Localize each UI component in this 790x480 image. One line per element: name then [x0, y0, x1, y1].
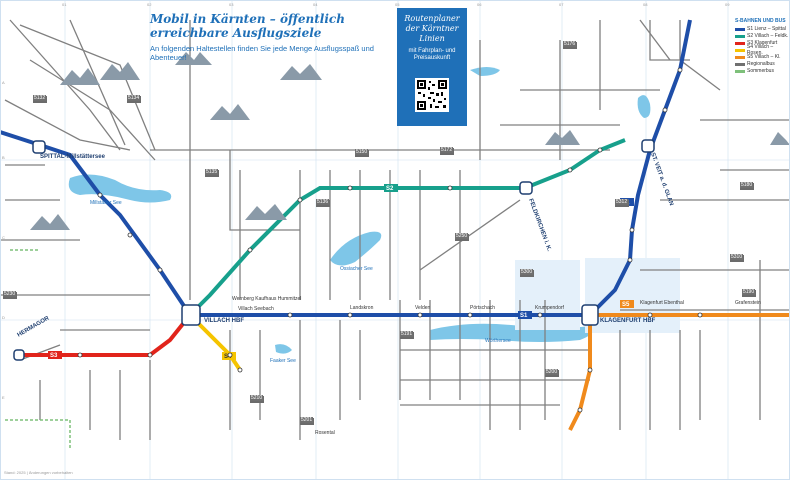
mountain-icon	[210, 104, 250, 120]
bus-number[interactable]: 5300	[520, 269, 534, 275]
villach-hbf-station	[181, 304, 201, 326]
grid-label: 02	[147, 2, 152, 7]
bus-number[interactable]: 5180	[740, 182, 754, 188]
station-ebenthal[interactable]: Klagenfurt Ebenthal	[640, 300, 684, 306]
grid-label: C	[2, 235, 5, 240]
ossiacher-see	[330, 231, 382, 266]
bus-number[interactable]: 5310	[730, 254, 744, 260]
mountain-icon	[175, 52, 212, 65]
legend-item: S3 Klagenfurt	[735, 40, 790, 46]
mountain-icon	[245, 204, 287, 220]
bus-number[interactable]: 5136	[316, 199, 330, 205]
page-title: Mobil in Kärnten – öffentlich erreichbar…	[150, 12, 345, 40]
mountain-icon	[280, 64, 322, 80]
millstaetter-see	[68, 174, 172, 203]
route-planner-box[interactable]: Routenplaner der Kärntner Linien mit Fah…	[397, 8, 467, 126]
region-rosental: Rosental	[315, 430, 335, 436]
bus-number[interactable]: 5230	[3, 291, 17, 297]
legend-item: Sommerbus	[735, 68, 790, 74]
bus-number[interactable]: 5210	[250, 395, 264, 401]
station-klagenfurt[interactable]: KLAGENFURT HBF	[600, 318, 656, 324]
legend-header: S-BAHNEN UND BUS	[735, 18, 786, 24]
footer-note: Stand: 2025 | Änderungen vorbehalten	[4, 470, 73, 475]
s5-label: S5	[622, 302, 630, 308]
station-seebach[interactable]: Villach Seebach	[238, 306, 274, 312]
mountain-icon	[100, 62, 140, 80]
station-krumpendorf[interactable]: Krumpendorf	[535, 305, 564, 311]
s4-line	[188, 313, 242, 372]
lake-ossiacher: Ossiacher See	[340, 266, 373, 272]
page-subtitle: An folgenden Haltestellen finden Sie jed…	[150, 44, 374, 62]
grid-label: B	[2, 155, 5, 160]
bus-number[interactable]: 5201	[300, 417, 314, 423]
bus-number[interactable]: 5200	[545, 369, 559, 375]
s3-label: S3	[50, 353, 58, 359]
klagenfurt-hbf-station	[581, 304, 599, 326]
route-planner-title: Routenplaner der Kärntner Linien	[404, 14, 460, 43]
grid-label: 03	[229, 2, 234, 7]
grid-label: 09	[725, 2, 730, 7]
grid-label: 04	[313, 2, 318, 7]
station-landskron[interactable]: Landskron	[350, 305, 374, 311]
legend-item: S2 Villach – Feldk.	[735, 33, 790, 39]
grid-label: 01	[62, 2, 67, 7]
spittal-station	[32, 140, 46, 154]
s1-label: S1	[520, 313, 528, 319]
grid-label: A	[2, 80, 5, 85]
s4-label: S4	[224, 354, 232, 360]
s2-label: S2	[386, 186, 394, 192]
lake-woerthersee: Wörthersee	[485, 338, 511, 344]
legend-item: S1 Lienz – Spittal	[735, 26, 790, 32]
bus-number[interactable]: 5176	[563, 41, 577, 47]
bus-number[interactable]: 5172	[440, 147, 454, 153]
bus-number[interactable]: 5134	[127, 95, 141, 101]
bus-number[interactable]: 5250	[455, 233, 469, 239]
legend-item: S4 Villach – Rosen.	[735, 44, 790, 56]
lake-faaker: Faaker See	[270, 358, 296, 364]
station-wernberg[interactable]: Wernberg Kaufhaus Hummitzel	[232, 296, 302, 302]
bus-number[interactable]: 5191	[400, 331, 414, 337]
mountain-icon	[30, 214, 70, 230]
bus-number[interactable]: 5132	[33, 95, 47, 101]
qr-code-icon[interactable]	[415, 78, 449, 112]
station-velden[interactable]: Velden	[415, 305, 431, 311]
bus-number[interactable]: 5312	[615, 199, 629, 205]
grid-label: 08	[643, 2, 648, 7]
station-poertschach[interactable]: Pörtschach	[470, 305, 496, 311]
bus-number[interactable]: 5150	[355, 149, 369, 155]
bus-number[interactable]: 5190	[742, 289, 756, 295]
grid-label: 05	[395, 2, 400, 7]
route-planner-subtitle: mit Fahrplan- und Preisauskunft	[408, 48, 456, 61]
header: Mobil in Kärnten – öffentlich erreichbar…	[150, 12, 390, 62]
s2-line	[188, 138, 626, 317]
mountain-icon	[60, 68, 100, 85]
station-grafenstein[interactable]: Grafenstein	[735, 300, 761, 306]
grid-label: 06	[477, 2, 482, 7]
legend-item: S5 Villach – Kl.	[735, 54, 790, 60]
feldkirchen-station	[519, 181, 533, 195]
mountain-icon	[770, 132, 790, 145]
station-villach[interactable]: VILLACH HBF	[204, 318, 244, 324]
station-spittal[interactable]: SPITTAL-Millstättersee	[40, 154, 105, 160]
grid-label: 07	[559, 2, 564, 7]
mountain-icon	[545, 130, 580, 145]
hermagor-station	[13, 349, 25, 361]
stveit-station	[641, 139, 655, 153]
s5-line-south	[568, 315, 592, 431]
legend: S-BAHNEN UND BUS S1 Lienz – Spittal S2 V…	[735, 18, 790, 75]
bus-number[interactable]: 5135	[205, 169, 219, 175]
grid-label: E	[2, 395, 5, 400]
legend-item: Regionalbus	[735, 61, 790, 67]
lake-millstaetter: Millstätter See	[90, 200, 122, 206]
grid-label: D	[2, 315, 5, 320]
